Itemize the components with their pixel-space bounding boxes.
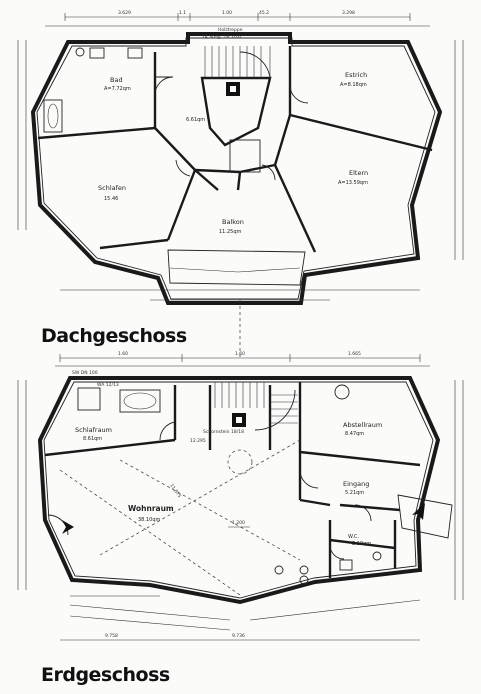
- bottom-dim-1: 9.758: [105, 633, 118, 639]
- stair-note: 14 Steig. 18.5/26: [202, 34, 241, 40]
- lower-outer-wall: [37, 376, 441, 605]
- room-eingang-area: 5.21qm: [345, 490, 364, 496]
- upper-outer-wall: [30, 32, 443, 305]
- chimney-label: Schornstein 18/18: [203, 429, 244, 435]
- upper-doors: [154, 76, 309, 181]
- upper-dim-4: 45.2: [259, 10, 269, 16]
- room-abstellraum-area: 8.47qm: [345, 431, 364, 437]
- stair-label: Holztreppe: [218, 27, 243, 33]
- room-bad-name: Bad: [110, 76, 123, 84]
- shower-icon: [77, 387, 101, 411]
- room-estrich-area: A=8.18qm: [340, 82, 367, 88]
- upper-interior-walls: [37, 46, 433, 253]
- upper-dim-1: 3.629: [118, 10, 131, 16]
- west-entrance-arrow-icon: [62, 520, 74, 534]
- dim-1200: 1.200: [232, 520, 245, 526]
- lower-dim-1: 1.60: [118, 351, 128, 357]
- lower-staircase: [214, 382, 298, 431]
- lower-outer-wall-inner-line: [43, 381, 434, 599]
- lower-bottom-dimensions: 9.758 9.736: [17, 380, 464, 641]
- lower-dim-3: 1.665: [348, 351, 361, 357]
- wa-label: WA 12/13: [97, 382, 119, 388]
- main-entrance-arrow-icon: [412, 503, 425, 520]
- upper-dim-5: 3.298: [342, 10, 355, 16]
- upper-top-dimensions: 3.629 1.1 1.00 45.2 3.298: [45, 10, 430, 27]
- room-schlafen-area: 15.46: [104, 196, 118, 202]
- wc-sink-icon: [339, 559, 353, 571]
- diag-dim-2: 11.875: [168, 483, 182, 499]
- room-mid-area: 6.61qm: [186, 117, 205, 123]
- room-schlafen-name: Schlafen: [98, 184, 126, 192]
- room-eingang-name: Eingang: [343, 480, 369, 488]
- lower-doors: [47, 421, 372, 560]
- lower-diagonal-dims: 12.295 11.875 1.200: [59, 438, 301, 596]
- upper-side-dimensions: [17, 40, 464, 301]
- wc-toilet-icon: [372, 551, 382, 561]
- upper-outer-wall-inner-line: [36, 37, 436, 300]
- abstell-circle: [334, 384, 350, 400]
- bathtub-lower-icon: [119, 389, 161, 413]
- lower-interior-walls: [44, 382, 421, 578]
- room-wc-name: W.C.: [348, 534, 359, 540]
- upper-core-hexagon: [200, 76, 272, 147]
- dachgeschoss-plan: 3.629 1.1 1.00 45.2 3.298: [17, 10, 464, 305]
- room-wohnraum-area: 38.10qm: [138, 517, 160, 523]
- balcony-outline: [167, 249, 306, 286]
- lower-floor-title: Erdgeschoss: [41, 664, 170, 686]
- room-schlafraum-area: 8.61qm: [83, 436, 102, 442]
- room-eltern-name: Eltern: [349, 169, 368, 177]
- room-wohnraum-name: Wohnraum: [128, 504, 174, 513]
- upper-dim-3: 1.00: [222, 10, 232, 16]
- room-eltern-area: A=13.59qm: [338, 180, 368, 186]
- bottom-dim-2: 9.736: [232, 633, 245, 639]
- upper-hall: [229, 139, 261, 173]
- lower-top-dimensions: 1.60 1.60 1.665: [55, 351, 430, 367]
- upper-dim-2: 1.1: [179, 10, 186, 16]
- room-bad-area: A=7.72qm: [104, 86, 131, 92]
- room-schlafraum-name: Schlafraum: [75, 426, 112, 434]
- sw-label: SW DN 100: [72, 370, 98, 376]
- room-balkon-name: Balkon: [222, 218, 244, 226]
- room-abstellraum-name: Abstellraum: [343, 421, 382, 429]
- entrance-porch: [397, 494, 453, 539]
- bath-fixtures: [43, 47, 143, 133]
- stove-circle: [227, 449, 253, 475]
- room-estrich-name: Estrich: [345, 71, 367, 79]
- room-wc-area: 2.19qm: [352, 541, 371, 547]
- diag-dim-1: 12.295: [190, 438, 206, 444]
- toilet-icon: [75, 47, 85, 57]
- upper-floor-title: Dachgeschoss: [41, 325, 187, 347]
- erdgeschoss-plan: 1.60 1.60 1.665 S: [17, 300, 464, 641]
- upper-staircase: Holztreppe 14 Steig. 18.5/26: [202, 27, 271, 79]
- room-balkon-area: 11.25qm: [219, 229, 241, 235]
- bathtub-icon: [43, 99, 63, 133]
